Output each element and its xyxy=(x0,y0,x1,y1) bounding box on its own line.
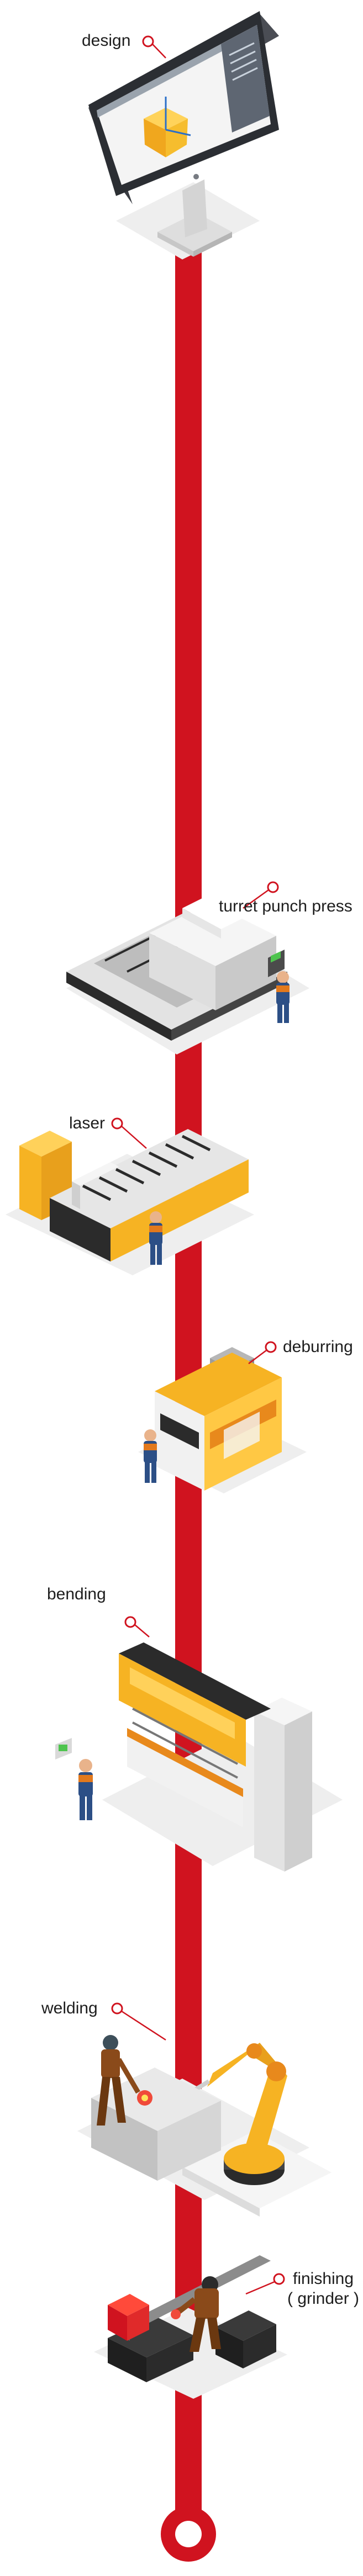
label-welding: welding xyxy=(41,1999,98,2017)
label-turret-punch-press: turret punch press xyxy=(219,897,353,915)
callout-finishing xyxy=(245,2273,285,2295)
laser-cutter-icon xyxy=(6,1129,254,1275)
callout-design xyxy=(142,35,166,59)
track-end-hole xyxy=(175,2521,202,2547)
label-deburring: deburring xyxy=(283,1338,353,1356)
callout-bending xyxy=(124,1616,150,1637)
callout-deburring xyxy=(248,1341,277,1364)
press-brake-icon xyxy=(55,1642,343,1872)
imac-cube-icon xyxy=(88,11,279,259)
label-grinder: ( grinder ) xyxy=(287,2289,360,2308)
grinder-icon xyxy=(94,2255,287,2399)
deburring-machine-icon xyxy=(138,1347,307,1493)
label-laser: laser xyxy=(69,1114,106,1132)
label-finishing: finishing xyxy=(292,2270,354,2288)
welding-robot-icon xyxy=(77,2035,332,2217)
label-design: design xyxy=(82,31,131,50)
label-finishing-grinder: finishing ( grinder ) xyxy=(287,2269,359,2309)
callout-laser xyxy=(111,1117,147,1149)
turret-punch-press-icon xyxy=(66,889,309,1054)
callout-welding xyxy=(111,2002,166,2041)
callout-turret xyxy=(243,881,279,909)
label-bending: bending xyxy=(47,1585,106,1603)
